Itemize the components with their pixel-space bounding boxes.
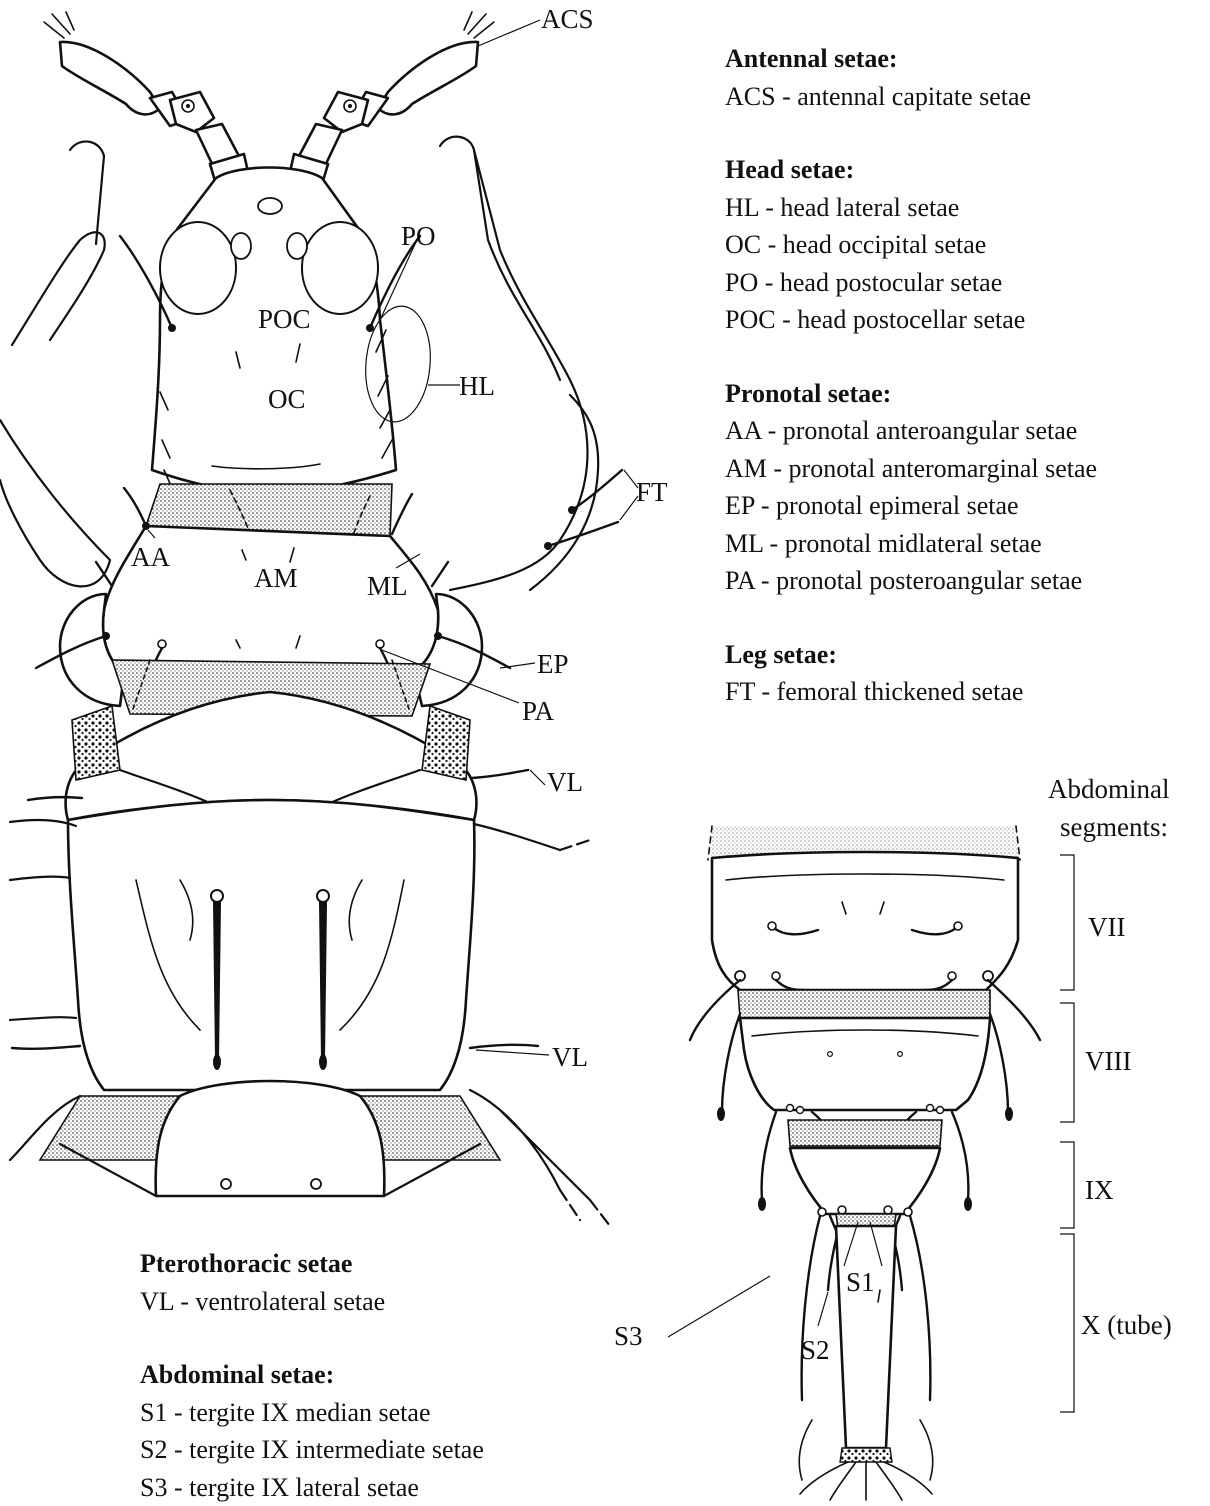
label-acs: ACS xyxy=(541,4,594,34)
label-s1: S1 xyxy=(846,1267,875,1297)
abdominal-segments-drawing xyxy=(690,826,1074,1500)
head-thorax-drawing xyxy=(0,12,622,1226)
left-foreleg xyxy=(0,141,110,586)
label-vl-top: VL xyxy=(547,767,583,797)
median-ocellus xyxy=(258,198,282,214)
label-s2: S2 xyxy=(801,1335,830,1365)
legend-item: S1 - tergite IX median setae xyxy=(140,1394,484,1432)
label-vl-bottom: VL xyxy=(552,1042,588,1072)
legend-item: AM - pronotal anteromarginal setae xyxy=(725,450,1097,488)
legend-item: POC - head postocellar setae xyxy=(725,301,1097,339)
label-aa: AA xyxy=(131,542,170,572)
segment-vii xyxy=(712,852,1018,990)
abdominal-tergite-1 xyxy=(156,1081,385,1196)
legend-group-pronotal: Pronotal setae: AA - pronotal anteroangu… xyxy=(725,375,1097,600)
label-seg-ix: IX xyxy=(1085,1175,1114,1205)
label-s3: S3 xyxy=(614,1321,643,1351)
legend-item: OC - head occipital setae xyxy=(725,226,1097,264)
label-seg-vii: VII xyxy=(1088,912,1125,942)
label-hl: HL xyxy=(459,371,495,401)
left-antenna xyxy=(44,12,252,198)
legend-group-abdominal: Abdominal setae: S1 - tergite IX median … xyxy=(140,1356,484,1506)
legend-heading: Antennal setae: xyxy=(725,40,1097,78)
left-compound-eye xyxy=(160,222,236,314)
label-ft: FT xyxy=(636,477,668,507)
legend-group-leg: Leg setae: FT - femoral thickened setae xyxy=(725,636,1097,711)
label-poc: POC xyxy=(258,304,311,334)
legend-item: FT - femoral thickened setae xyxy=(725,673,1097,711)
legend-group-head: Head setae: HL - head lateral setae OC -… xyxy=(725,151,1097,339)
abdominal-segments-title-line2: segments: xyxy=(1060,812,1168,842)
label-seg-viii: VIII xyxy=(1085,1046,1131,1076)
label-ep: EP xyxy=(537,649,569,679)
right-antenna xyxy=(286,12,494,198)
label-pa: PA xyxy=(522,696,555,726)
segment-viii xyxy=(740,1018,990,1110)
legend-item: S2 - tergite IX intermediate setae xyxy=(140,1431,484,1469)
segment-ix xyxy=(790,1148,940,1214)
label-ml: ML xyxy=(367,571,408,601)
legend-left: Pterothoracic setae VL - ventrolateral s… xyxy=(140,1245,484,1506)
legend-group-pterothoracic: Pterothoracic setae VL - ventrolateral s… xyxy=(140,1245,484,1320)
segment-x-tube xyxy=(836,1226,896,1448)
legend-item: AA - pronotal anteroangular setae xyxy=(725,412,1097,450)
legend-item: VL - ventrolateral setae xyxy=(140,1283,484,1321)
legend-item: PO - head postocular setae xyxy=(725,264,1097,302)
legend-item: HL - head lateral setae xyxy=(725,189,1097,227)
legend-heading: Abdominal setae: xyxy=(140,1356,484,1394)
legend-item: ML - pronotal midlateral setae xyxy=(725,525,1097,563)
right-foreleg xyxy=(440,137,598,590)
label-seg-x: X (tube) xyxy=(1081,1310,1172,1340)
legend-item: S3 - tergite IX lateral setae xyxy=(140,1469,484,1506)
right-ocellus xyxy=(287,233,307,259)
legend-heading: Pterothoracic setae xyxy=(140,1245,484,1283)
label-oc: OC xyxy=(268,384,306,414)
metathorax xyxy=(68,800,474,1090)
right-compound-eye xyxy=(302,222,378,314)
label-am: AM xyxy=(254,563,298,593)
legend-heading: Pronotal setae: xyxy=(725,375,1097,413)
abdominal-segments-title-line1: Abdominal xyxy=(1048,774,1170,804)
legend-group-antennal: Antennal setae: ACS - antennal capitate … xyxy=(725,40,1097,115)
legend-right: Antennal setae: ACS - antennal capitate … xyxy=(725,40,1097,711)
legend-item: PA - pronotal posteroangular setae xyxy=(725,562,1097,600)
legend-item: EP - pronotal epimeral setae xyxy=(725,487,1097,525)
label-po: PO xyxy=(401,221,436,251)
legend-heading: Head setae: xyxy=(725,151,1097,189)
legend-item: ACS - antennal capitate setae xyxy=(725,78,1097,116)
legend-heading: Leg setae: xyxy=(725,636,1097,674)
left-ocellus xyxy=(231,233,251,259)
